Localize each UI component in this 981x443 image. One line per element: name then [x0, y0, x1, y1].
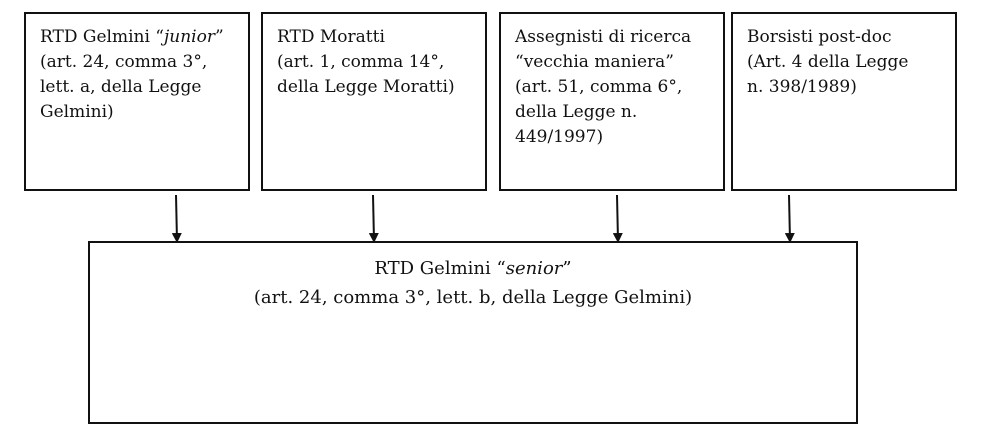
- text-run: Gelmini): [40, 102, 114, 122]
- box-rtd-moratti: RTD Moratti (art. 1, comma 14°, della Legg…: [261, 12, 487, 191]
- text-run: lett. a, della Legge: [40, 77, 202, 97]
- box-assegnisti-text: Assegnisti di ricerca “vecchia maniera” (a…: [515, 25, 691, 150]
- text-line: (Art. 4 della Legge: [747, 50, 908, 75]
- text-line: della Legge Moratti): [277, 75, 455, 100]
- box-rtd-moratti-text: RTD Moratti (art. 1, comma 14°, della Legg…: [277, 25, 455, 100]
- text-line: della Legge n.: [515, 100, 691, 125]
- text-run: RTD Moratti: [277, 27, 385, 47]
- text-line: “vecchia maniera”: [515, 50, 691, 75]
- text-line: (art. 51, comma 6°,: [515, 75, 691, 100]
- text-run: (art. 51, comma 6°,: [515, 77, 683, 97]
- text-line: Gelmini): [40, 100, 224, 125]
- box-rtd-senior: RTD Gelmini “senior” (art. 24, comma 3°, …: [88, 241, 858, 424]
- text-line: (art. 1, comma 14°,: [277, 50, 455, 75]
- text-line: n. 398/1989): [747, 75, 908, 100]
- box-rtd-senior-text: RTD Gelmini “senior” (art. 24, comma 3°, …: [90, 254, 856, 312]
- text-run: (art. 24, comma 3°,: [40, 52, 208, 72]
- arrow-rtd-moratti-to-senior: [368, 194, 379, 243]
- box-assegnisti: Assegnisti di ricerca “vecchia maniera” (a…: [499, 12, 725, 191]
- text-line: (art. 24, comma 3°,: [40, 50, 224, 75]
- arrow-rtd-junior-to-senior: [171, 194, 182, 243]
- text-line: 449/1997): [515, 125, 691, 150]
- text-run: (art. 24, comma 3°, lett. b, della Legge…: [253, 287, 693, 308]
- box-borsisti-text: Borsisti post-doc (Art. 4 della Legge n. 3…: [747, 25, 908, 100]
- text-run: (art. 1, comma 14°,: [277, 52, 445, 72]
- text-run: (Art. 4 della Legge: [747, 52, 909, 72]
- text-line: RTD Gelmini “senior”: [90, 254, 856, 283]
- text-line: lett. a, della Legge: [40, 75, 224, 100]
- text-run: Assegnisti di ricerca: [515, 27, 692, 47]
- text-line: Borsisti post-doc: [747, 25, 908, 50]
- arrow-assegnisti-to-senior: [612, 194, 623, 243]
- text-line: Assegnisti di ricerca: [515, 25, 691, 50]
- text-line: RTD Moratti: [277, 25, 455, 50]
- text-run: RTD Gelmini “: [40, 27, 164, 47]
- text-run: della Legge Moratti): [277, 77, 455, 97]
- box-rtd-junior: RTD Gelmini “junior”(art. 24, comma 3°,l…: [24, 12, 250, 191]
- text-line: RTD Gelmini “junior”: [40, 25, 224, 50]
- text-run: Borsisti post-doc: [747, 27, 892, 47]
- box-borsisti: Borsisti post-doc (Art. 4 della Legge n. 3…: [731, 12, 957, 191]
- text-run: 449/1997): [515, 127, 604, 147]
- text-run: “vecchia maniera”: [515, 52, 674, 72]
- text-run: ”: [562, 258, 572, 279]
- italic-run: senior: [505, 258, 563, 279]
- text-run: ”: [214, 27, 224, 47]
- text-run: RTD Gelmini “: [374, 258, 506, 279]
- arrow-borsisti-to-senior: [784, 194, 795, 243]
- text-line: (art. 24, comma 3°, lett. b, della Legge…: [90, 283, 856, 312]
- italic-run: junior: [164, 27, 215, 47]
- box-rtd-junior-text: RTD Gelmini “junior”(art. 24, comma 3°,l…: [40, 25, 224, 125]
- text-run: della Legge n.: [515, 102, 638, 122]
- text-run: n. 398/1989): [747, 77, 857, 97]
